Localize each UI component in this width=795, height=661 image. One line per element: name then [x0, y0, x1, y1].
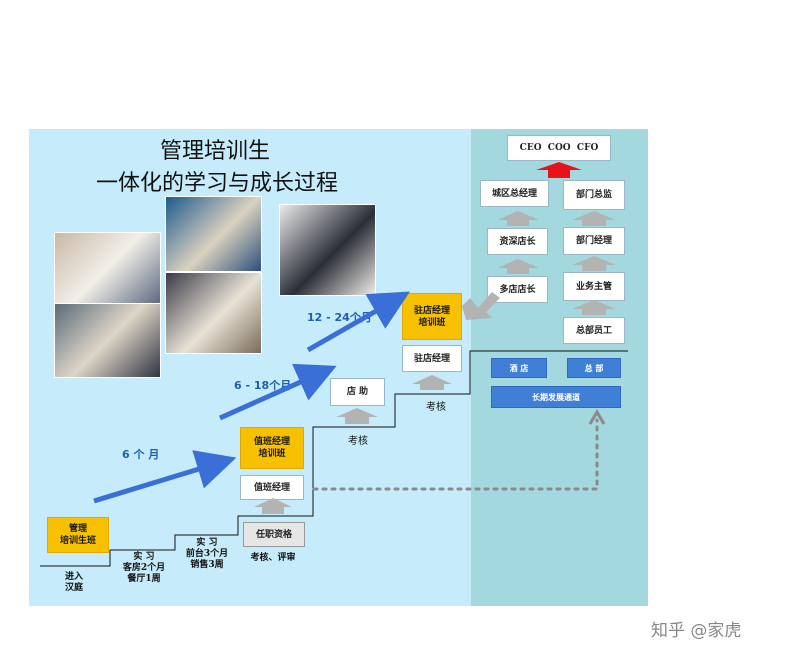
- dept-manager-class-label: 值班经理 培训班: [253, 437, 290, 459]
- executive-box: CEO COO CFO: [507, 135, 611, 161]
- watermark-text: 知乎 @家虎: [651, 621, 742, 641]
- ladder-up-arrow-5: [572, 211, 616, 226]
- intern-stage-1-label: 实 习 客房2个月 餐厅1周: [122, 552, 166, 584]
- dept-manager-label: 值班经理: [253, 482, 290, 493]
- assess-label-1: 考核: [348, 436, 368, 447]
- up-arrow-resident: [412, 375, 452, 390]
- resident-manager-class-box: 驻店经理 培训班: [402, 293, 462, 340]
- progress-arrow-3: [306, 291, 411, 353]
- trainee-class-label: 管理 培训生班: [59, 524, 96, 546]
- dept-director-box: 部门总监: [563, 180, 625, 210]
- dotted-connector: [312, 418, 599, 491]
- headquarters-box: 总 部: [567, 358, 621, 378]
- dept-director-label: 部门总监: [575, 190, 612, 200]
- assistant-label: 店 助: [346, 387, 369, 397]
- period-6-18-months: 6 - 18个月: [234, 379, 292, 392]
- red-up-arrow: [536, 162, 582, 178]
- business-supervisor-label: 业务主管: [575, 281, 612, 292]
- enter-company-label: 进入 汉庭: [64, 572, 83, 593]
- photo-reception-service: [54, 303, 161, 378]
- photo-managers: [279, 204, 376, 296]
- hq-staff-box: 总部员工: [563, 317, 625, 344]
- dept-head-label: 部门经理: [575, 236, 612, 246]
- business-supervisor-box: 业务主管: [563, 272, 625, 301]
- senior-store-manager-box: 资深店长: [487, 228, 548, 255]
- hq-staff-label: 总部员工: [575, 325, 612, 336]
- assess-label-2: 考核: [426, 402, 446, 413]
- career-staircase-line: [40, 350, 628, 567]
- progress-arrow-2: [218, 363, 337, 421]
- duty-qualification-label: 任职资格: [255, 529, 292, 540]
- multi-store-manager-label: 多店店长: [499, 284, 536, 295]
- senior-store-manager-label: 资深店长: [499, 236, 536, 247]
- headquarters-label: 总 部: [584, 363, 604, 373]
- dotted-connector-head: [588, 409, 606, 425]
- city-gm-box: 城区总经理: [480, 180, 549, 207]
- trainee-class-box: 管理 培训生班: [47, 517, 109, 553]
- dept-manager-class-box: 值班经理 培训班: [240, 427, 304, 469]
- progress-arrow-1: [93, 450, 237, 504]
- arrow-to-ladder: [462, 292, 500, 320]
- long-term-development-label: 长期发展通道: [532, 392, 580, 402]
- city-gm-label: 城区总经理: [491, 188, 537, 199]
- photo-front-desk: [165, 196, 262, 272]
- photo-housekeeping: [54, 232, 161, 304]
- up-arrow-qualification: [254, 498, 292, 514]
- photo-customer-service: [165, 272, 262, 354]
- ladder-up-arrow-1: [497, 259, 539, 274]
- title-line-2: 一体化的学习与成长过程: [95, 171, 338, 196]
- resident-manager-label: 驻店经理: [413, 353, 450, 364]
- resident-manager-box: 驻店经理: [402, 345, 462, 372]
- ladder-up-arrow-4: [572, 256, 616, 271]
- long-term-development-box: 长期发展通道: [491, 386, 621, 408]
- resident-manager-class-label: 驻店经理 培训班: [413, 305, 450, 328]
- assess-review-label: 考核、评审: [250, 553, 296, 563]
- title-line-1: 管理培训生: [159, 139, 270, 164]
- up-arrow-assistant: [336, 408, 378, 424]
- duty-qualification-box: 任职资格: [243, 522, 305, 547]
- intern-stage-2-label: 实 习 前台3个月 销售3周: [185, 538, 229, 570]
- dept-head-box: 部门经理: [563, 227, 625, 255]
- executive-label: CEO COO CFO: [519, 143, 599, 153]
- period-6-months: 6 个 月: [122, 448, 160, 461]
- ladder-up-arrow-2: [497, 211, 539, 226]
- hotel-label: 酒 店: [509, 363, 529, 373]
- hotel-box: 酒 店: [491, 358, 547, 378]
- ladder-up-arrow-3: [572, 300, 616, 315]
- assistant-box: 店 助: [330, 378, 385, 406]
